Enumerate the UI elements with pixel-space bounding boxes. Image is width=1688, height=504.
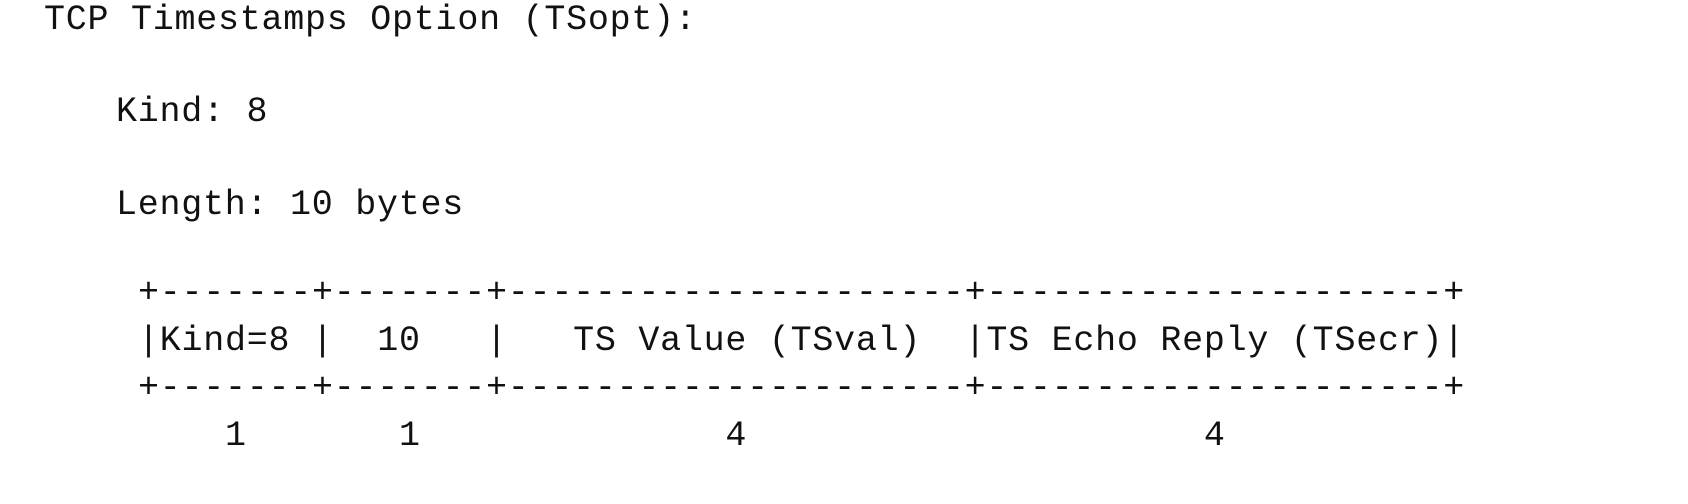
- option-heading: TCP Timestamps Option (TSopt):: [44, 0, 697, 40]
- diagram-bottom-border: +-------+-------+---------------------+-…: [138, 368, 1465, 408]
- length-line: Length: 10 bytes: [116, 185, 465, 225]
- kind-line: Kind: 8: [116, 92, 269, 132]
- diagram-field-sizes: 1 1 4 4: [138, 416, 1226, 456]
- option-format-diagram: +-------+-------+---------------------+-…: [138, 276, 1608, 466]
- diagram-fields-row: |Kind=8 | 10 | TS Value (TSval) |TS Echo…: [138, 321, 1465, 361]
- diagram-top-border: +-------+-------+---------------------+-…: [138, 273, 1465, 313]
